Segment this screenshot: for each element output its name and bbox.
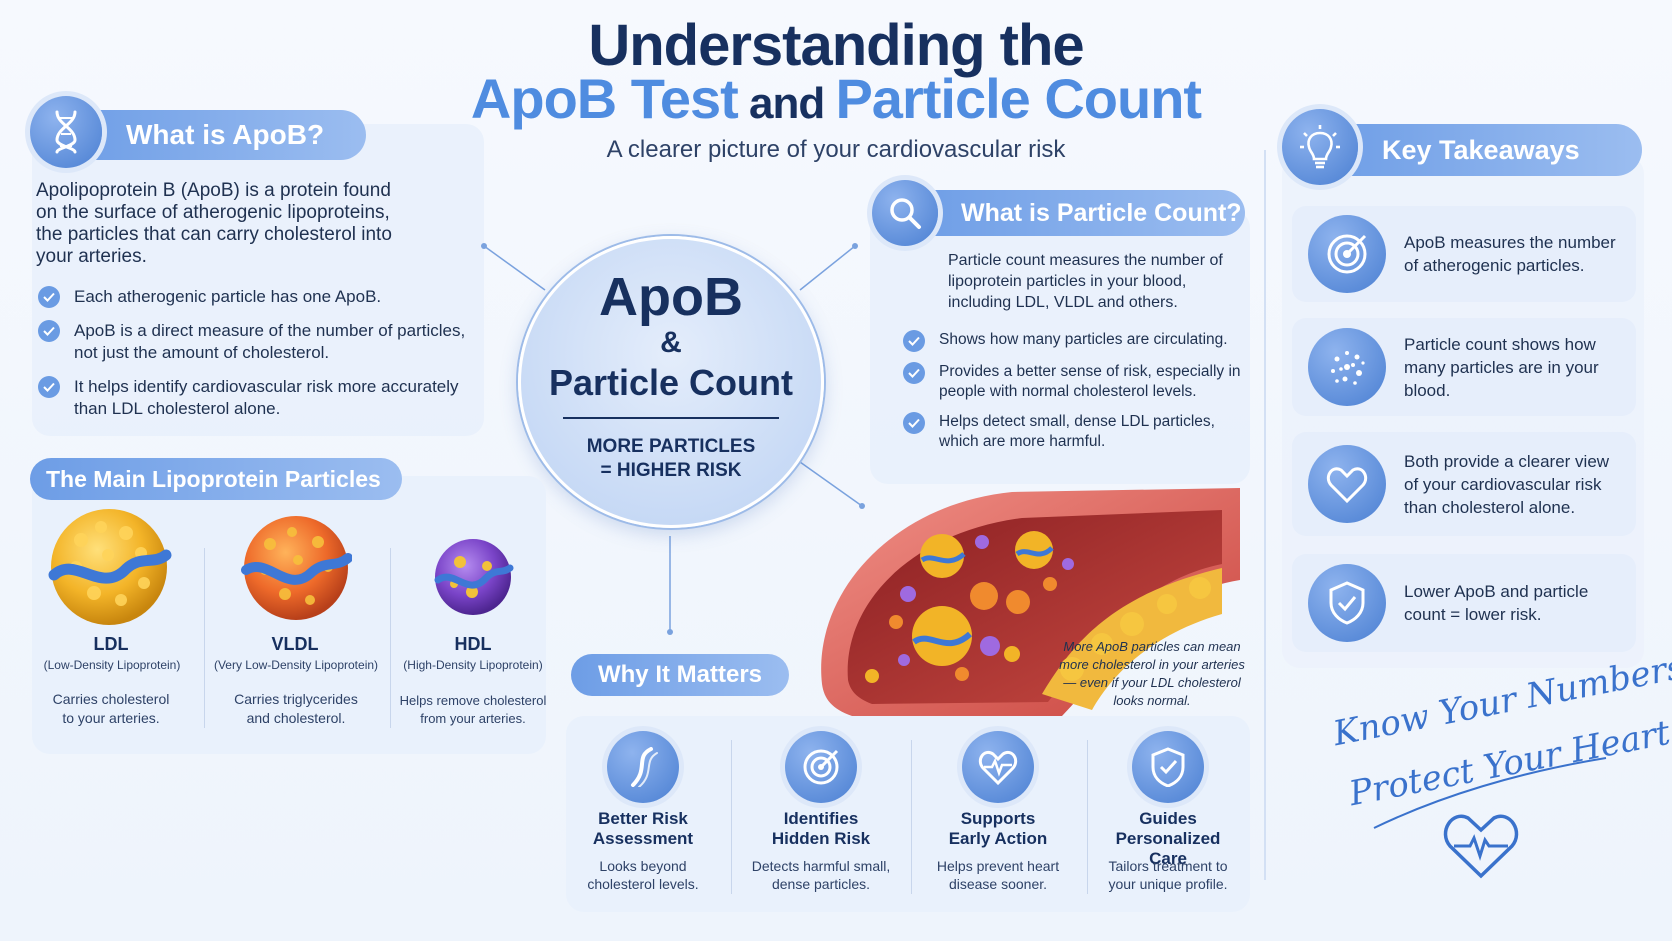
why-desc-4: Tailors treatment to your unique profile… (1108, 858, 1228, 892)
why-it-matters-heading-text: Why It Matters (597, 661, 762, 688)
title-particle-count: Particle Count (835, 67, 1202, 130)
shield-check-icon (1132, 731, 1204, 803)
takeaway-item: Particle count shows how many particles … (1292, 318, 1636, 416)
hdl-full-name: (High-Density Lipoprotein) (403, 658, 543, 672)
bullet-text: Provides a better sense of risk, especia… (939, 363, 1241, 400)
particle-count-intro: Particle count measures the number of li… (948, 252, 1223, 311)
artery-illustration (812, 484, 1242, 716)
why-desc-1: Looks beyond cholesterol levels. (587, 858, 699, 892)
check-icon (903, 412, 925, 434)
list-item: Helps detect small, dense LDL particles,… (903, 412, 1243, 452)
takeaway-text: ApoB measures the number of atherogenic … (1404, 233, 1616, 275)
center-particle-count: Particle Count (548, 362, 794, 403)
why-it-matters-heading: Why It Matters (571, 654, 789, 696)
target-icon (785, 731, 857, 803)
bullet-text: It helps identify cardiovascular risk mo… (74, 377, 459, 418)
why-title-4: Guides Personalized Care (1115, 809, 1221, 868)
what-is-apob-card (32, 124, 484, 436)
lipoproteins-heading: The Main Lipoprotein Particles (30, 458, 402, 500)
center-tag-1: MORE PARTICLES (586, 436, 756, 457)
page-subtitle: A clearer picture of your cardiovascular… (606, 136, 1066, 163)
page-title-line1: Understanding the (588, 13, 1084, 78)
search-icon (872, 180, 938, 246)
divider (204, 548, 205, 728)
divider (731, 740, 732, 894)
ldl-name: LDL (93, 634, 129, 654)
particle-count-heading: What is Particle Count? (905, 190, 1245, 236)
takeaway-text: Lower ApoB and particle count = lower ri… (1404, 582, 1589, 624)
check-icon (38, 376, 60, 398)
takeaway-item: ApoB measures the number of atherogenic … (1292, 206, 1636, 302)
slogan-swoosh (1373, 757, 1607, 829)
ldl-description: Carries cholesterol to your arteries. (52, 691, 170, 726)
what-is-apob-bullets: Each atherogenic particle has one ApoB. … (38, 286, 468, 420)
why-title-2: Identifies Hidden Risk (771, 809, 871, 848)
heartbeat-icon (962, 731, 1034, 803)
what-is-apob-heading: What is ApoB? (60, 110, 366, 160)
title-and: and (737, 79, 836, 128)
why-title-1: Better Risk Assessment (592, 809, 694, 848)
artery-icon (607, 731, 679, 803)
check-icon (38, 286, 60, 308)
dna-icon (30, 96, 102, 168)
title-apob-test: ApoB Test (470, 67, 739, 130)
particle-count-card (870, 210, 1250, 484)
bullet-text: Helps detect small, dense LDL particles,… (939, 413, 1215, 450)
bullet-text: Each atherogenic particle has one ApoB. (74, 287, 382, 306)
lightbulb-icon (1282, 109, 1358, 185)
center-apob: ApoB (599, 267, 743, 327)
divider (911, 740, 912, 894)
particles-icon (1308, 328, 1386, 406)
heart-icon (1308, 445, 1386, 523)
target-icon (1308, 215, 1386, 293)
vldl-description: Carries triglycerides and cholesterol. (234, 691, 358, 726)
why-desc-3: Helps prevent heart disease sooner. (936, 858, 1060, 892)
check-icon (38, 320, 60, 342)
center-tag-2: = HIGHER RISK (600, 460, 742, 481)
list-item: Shows how many particles are circulating… (903, 330, 1243, 352)
vldl-full-name: (Very Low-Density Lipoprotein) (213, 658, 379, 672)
ldl-full-name: (Low-Density Lipoprotein) (43, 658, 181, 672)
vldl-name: VLDL (271, 634, 319, 654)
why-desc-2: Detects harmful small, dense particles. (751, 858, 891, 892)
why-title-3: Supports Early Action (948, 809, 1048, 848)
takeaway-item: Lower ApoB and particle count = lower ri… (1292, 554, 1636, 652)
takeaway-text: Both provide a clearer view of your card… (1404, 451, 1610, 517)
bullet-text: Shows how many particles are circulating… (939, 331, 1228, 348)
divider (1087, 740, 1088, 894)
list-item: ApoB is a direct measure of the number o… (38, 320, 468, 364)
bullet-text: ApoB is a direct measure of the number o… (74, 321, 466, 362)
takeaway-text: Particle count shows how many particles … (1404, 334, 1599, 400)
vldl-particle-illustration (240, 512, 353, 624)
hdl-name: HDL (454, 634, 492, 654)
center-ampersand: & (660, 326, 682, 359)
hdl-description: Helps remove cholesterol from your arter… (399, 693, 547, 726)
center-divider (563, 417, 779, 419)
page-title-line2: ApoB Test and Particle Count (0, 66, 1672, 131)
shield-check-icon (1308, 564, 1386, 642)
particle-count-bullets: Shows how many particles are circulating… (903, 330, 1243, 452)
particle-count-heading-text: What is Particle Count? (961, 198, 1242, 227)
lipoproteins-heading-text: The Main Lipoprotein Particles (46, 465, 381, 492)
what-is-apob-heading-text: What is ApoB? (126, 119, 325, 150)
key-takeaways-heading: Key Takeaways (1316, 124, 1642, 176)
list-item: Provides a better sense of risk, especia… (903, 362, 1243, 402)
divider (390, 548, 391, 728)
list-item: It helps identify cardiovascular risk mo… (38, 376, 468, 420)
check-icon (903, 330, 925, 352)
ldl-particle-illustration (46, 505, 172, 629)
key-takeaways-heading-text: Key Takeaways (1382, 134, 1580, 165)
takeaway-item: Both provide a clearer view of your card… (1292, 432, 1636, 536)
artery-caption: More ApoB particles can mean more choles… (1059, 639, 1245, 708)
center-circle (518, 236, 824, 528)
what-is-apob-intro: Apolipoprotein B (ApoB) is a protein fou… (36, 180, 392, 267)
heartbeat-icon (1440, 808, 1522, 880)
list-item: Each atherogenic particle has one ApoB. (38, 286, 468, 308)
hdl-particle-illustration (432, 536, 514, 618)
check-icon (903, 362, 925, 384)
